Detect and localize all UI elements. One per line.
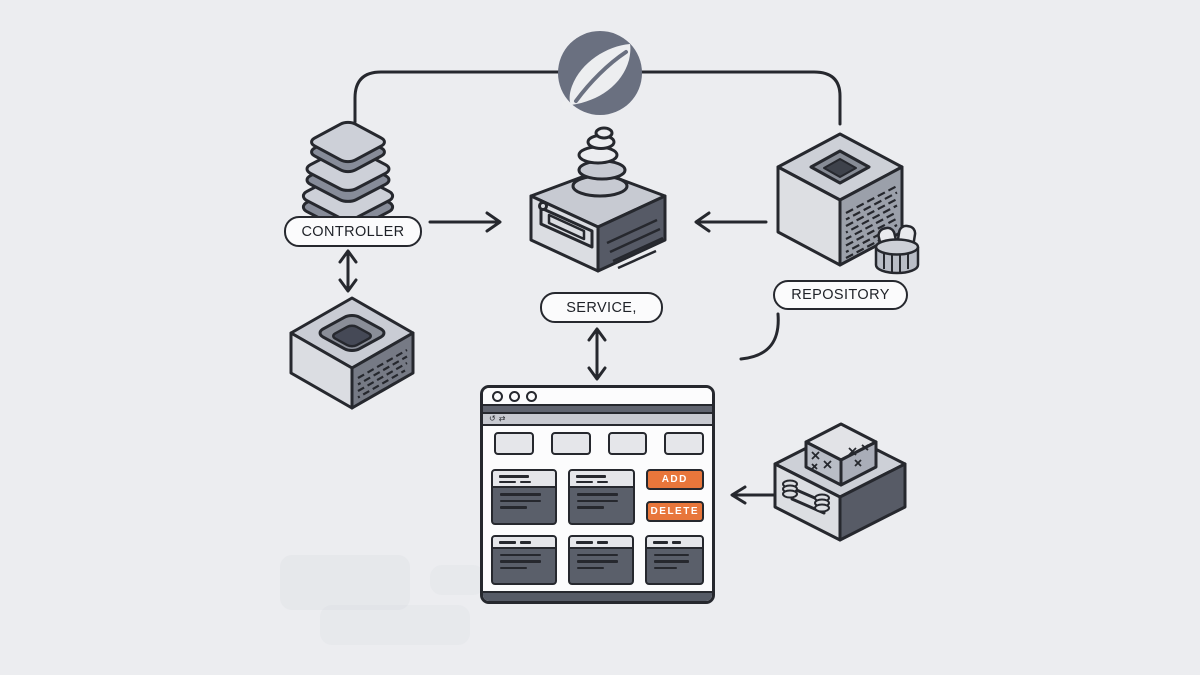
text-line [500,493,542,496]
arrow-repository-to-service [694,211,768,233]
window-content: ADD DELETE [483,426,712,585]
repository-label-text: REPOSITORY [791,287,890,303]
content-card [568,535,635,585]
text-line [500,566,527,569]
add-button-label: ADD [661,474,688,485]
content-card [645,535,704,585]
card-header [647,537,702,549]
content-card [491,469,558,525]
text-line [500,553,541,556]
card-header [570,537,633,549]
text-line [499,541,517,544]
text-line [653,541,668,544]
card-body [647,549,702,584]
nav-placeholder[interactable] [607,432,648,455]
window-control-icon[interactable] [526,391,537,402]
window-control-icon[interactable] [492,391,503,402]
text-line [576,480,594,483]
card-body [493,488,555,523]
text-line [577,493,619,496]
text-line [654,560,689,563]
toolbar: ↺ ⇄ [483,414,712,426]
delete-button[interactable]: DELETE [645,501,704,522]
text-line [520,480,532,483]
window-status-bar [483,591,712,601]
card-body [493,549,555,584]
address-bar [483,406,712,414]
text-line [500,506,527,509]
arrow-controller-to-service [428,211,502,233]
cube-with-database-icon [776,132,920,275]
service-label-text: SERVICE, [566,299,637,316]
nav-placeholder[interactable] [494,432,534,455]
delete-button-label: DELETE [650,506,699,517]
controller-label-text: CONTROLLER [301,223,405,240]
service-label: SERVICE, [540,292,663,323]
text-line [597,480,609,483]
text-line [577,506,604,509]
stitched-cube-icon [804,422,878,487]
text-line [499,480,517,483]
open-crate-icon [289,296,415,410]
window-control-icon[interactable] [509,391,520,402]
nav-row [494,432,704,455]
handle-icon [782,479,830,515]
text-line [520,541,532,544]
text-line [577,553,619,556]
nav-placeholder[interactable] [550,432,591,455]
text-line [500,499,542,502]
controller-label: CONTROLLER [284,216,422,247]
sealed-crate-icon [773,422,907,542]
app-ui-window: ↺ ⇄ [480,385,715,604]
repository-label: REPOSITORY [773,280,908,310]
card-row-1: ADD DELETE [491,469,704,525]
card-body [570,488,632,523]
text-line [577,566,604,569]
content-card [568,469,635,525]
content-card [491,535,558,585]
card-header [493,471,556,488]
text-line [577,499,619,502]
text-line [500,560,541,563]
card-header [493,537,556,549]
text-line [576,475,607,478]
text-line [499,475,530,478]
arrow-service-window [587,327,607,381]
text-line [576,541,594,544]
text-line [671,541,682,544]
spring-leaf-logo [558,31,642,115]
sync-icon[interactable]: ⇄ [498,414,506,423]
nav-placeholder[interactable] [664,432,704,455]
add-button[interactable]: ADD [645,469,704,490]
arrow-crate-to-window [730,485,777,505]
window-titlebar [483,388,712,406]
arrow-controller-store [338,249,358,293]
database-icon [874,224,920,275]
layer-stack-icon [298,120,398,233]
card-body [570,549,632,584]
text-line [597,541,609,544]
text-line [654,553,689,556]
watermark-smudge [320,605,470,645]
text-line [577,560,619,563]
connector-repository-stub [739,312,780,361]
watermark-smudge [430,565,485,595]
spring-coil-box-icon [529,126,667,273]
button-column: ADD DELETE [645,469,704,525]
card-row-2 [491,535,704,585]
reload-icon[interactable]: ↺ [489,414,496,423]
watermark-smudge [280,555,410,610]
text-line [654,566,677,569]
card-header [570,471,633,488]
